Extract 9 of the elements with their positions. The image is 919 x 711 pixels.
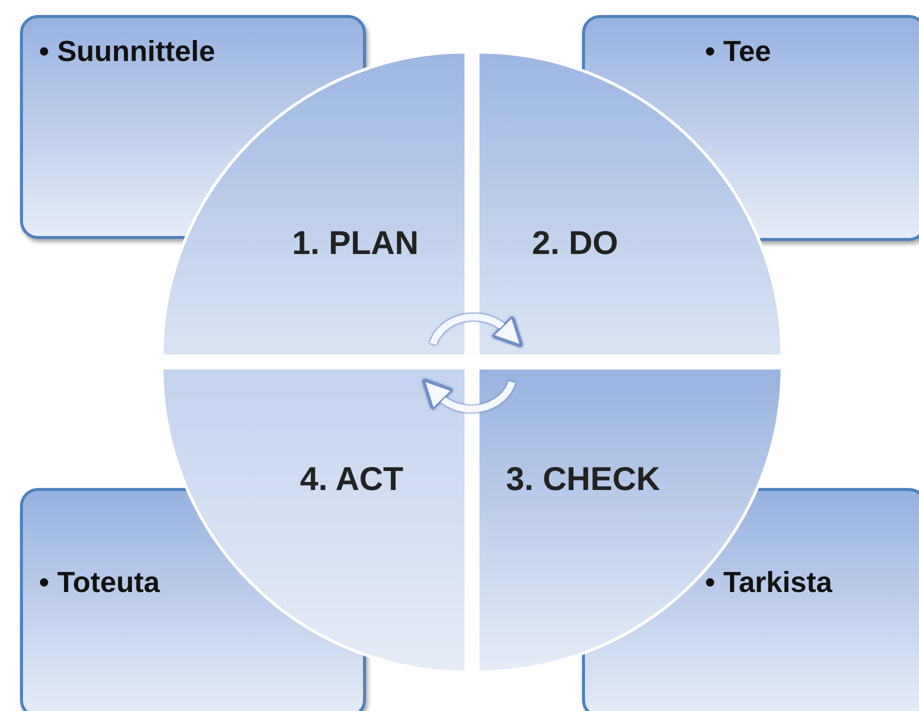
quadrant-segment xyxy=(162,368,466,672)
bullet-item: • Tee xyxy=(705,36,772,69)
bullet-item: • Suunnittele xyxy=(39,36,216,69)
bullet-item: • Toteuta xyxy=(39,567,160,600)
phase-label: 2. DO xyxy=(532,224,618,262)
phase-label: 1. PLAN xyxy=(292,224,419,262)
phase-label: 4. ACT xyxy=(300,460,404,498)
bullet-item: • Tarkista xyxy=(705,567,832,600)
phase-label: 3. CHECK xyxy=(506,460,660,498)
